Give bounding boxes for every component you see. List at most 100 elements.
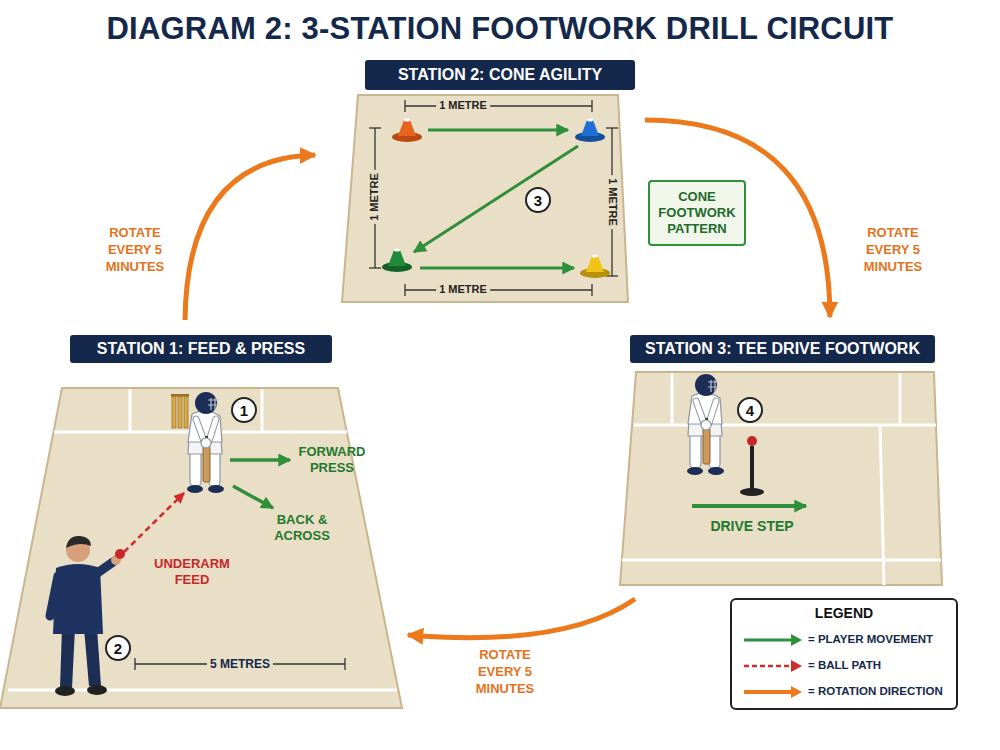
station-one-pitch bbox=[0, 388, 402, 708]
dimension-line bbox=[369, 267, 381, 268]
feeder-figure bbox=[60, 628, 75, 688]
diagram-title: DIAGRAM 2: 3-STATION FOOTWORK DRILL CIRC… bbox=[0, 11, 1000, 47]
station-title: STATION 2: CONE AGILITY bbox=[398, 66, 602, 84]
dimension-line bbox=[369, 127, 381, 128]
batting-tee bbox=[740, 488, 764, 496]
legend-text: = ROTATION DIRECTION bbox=[808, 685, 943, 697]
stumps bbox=[172, 396, 176, 428]
dimension-line bbox=[405, 105, 592, 106]
dimension-line bbox=[404, 100, 405, 112]
legend-line-sample bbox=[744, 665, 792, 668]
training-cone bbox=[388, 250, 406, 266]
training-cone bbox=[394, 249, 400, 252]
feeder-figure bbox=[96, 562, 113, 574]
player-movement-arrow bbox=[428, 129, 568, 132]
diagram-label: 1 METRE bbox=[436, 283, 490, 296]
dimension-line bbox=[344, 658, 345, 670]
station-three-pitch bbox=[622, 559, 941, 562]
legend-row: = PLAYER MOVEMENT bbox=[742, 629, 954, 651]
diagram-label: BACK & ACROSS bbox=[262, 512, 342, 543]
feeder-figure bbox=[115, 549, 125, 559]
station-three-pitch bbox=[899, 373, 902, 425]
feeder-figure bbox=[84, 628, 101, 686]
player-movement-arrow bbox=[230, 460, 290, 508]
legend-row: = BALL PATH bbox=[742, 655, 954, 677]
station-one-pitch bbox=[0, 388, 402, 708]
station-one-pitch bbox=[129, 389, 132, 432]
player-movement-arrow bbox=[420, 267, 574, 270]
legend-arrowhead bbox=[791, 634, 802, 646]
legend-heading: LEGEND bbox=[732, 605, 956, 621]
station-header-band: STATION 2: CONE AGILITY bbox=[365, 60, 635, 90]
rotation-arrow bbox=[185, 155, 315, 320]
diagram-label: 1 METRE bbox=[436, 99, 490, 112]
legend-sample bbox=[742, 655, 804, 677]
training-cone bbox=[581, 120, 599, 136]
station-three-pitch bbox=[634, 424, 936, 427]
diagram-label: FORWARD PRESS bbox=[292, 444, 372, 475]
player-movement-arrow bbox=[414, 130, 578, 268]
training-cone bbox=[382, 119, 610, 279]
feeder-figure bbox=[50, 536, 125, 696]
feeder-figure bbox=[87, 685, 107, 695]
feeder-figure bbox=[50, 576, 58, 616]
stumps bbox=[171, 394, 189, 428]
dimension-line bbox=[404, 284, 405, 296]
station-three-pitch bbox=[671, 373, 674, 425]
station-two-pitch bbox=[342, 95, 628, 302]
batting-tee bbox=[740, 436, 764, 496]
callout-number: 2 bbox=[114, 641, 122, 656]
legend-row: = ROTATION DIRECTION bbox=[742, 681, 954, 703]
dimension-line bbox=[369, 100, 618, 296]
diagram-label: 1 METRE bbox=[605, 175, 618, 229]
note-text: CONE FOOTWORK PATTERN bbox=[654, 189, 740, 238]
player-movement-arrow bbox=[692, 504, 806, 508]
feeder-figure bbox=[66, 536, 91, 548]
callout-number: 3 bbox=[534, 193, 542, 208]
station-area: STATION 3: TEE DRIVE FOOTWORK 4 bbox=[620, 335, 940, 587]
rotation-label: ROTATE EVERY 5 MINUTES bbox=[847, 225, 939, 276]
station-title: STATION 3: TEE DRIVE FOOTWORK bbox=[645, 340, 920, 358]
legend-box: LEGEND = PLAYER MOVEMENT = BALL PATH = ROTA… bbox=[730, 598, 958, 710]
note-box: CONE FOOTWORK PATTERN bbox=[648, 180, 746, 246]
training-cone bbox=[404, 119, 410, 122]
feeder-figure bbox=[55, 686, 75, 696]
rotation-arrow bbox=[645, 120, 830, 317]
dimension-line bbox=[591, 284, 592, 296]
diagram-label: UNDERARM FEED bbox=[145, 556, 240, 587]
rotation-label: ROTATE EVERY 5 MINUTES bbox=[89, 225, 181, 276]
station-three-pitch bbox=[620, 372, 942, 585]
rotation-arrow bbox=[408, 599, 635, 638]
training-cone bbox=[586, 256, 604, 272]
station-two-pitch bbox=[342, 95, 628, 302]
diagram-label: DRIVE STEP bbox=[710, 518, 793, 535]
dimension-line bbox=[405, 289, 592, 290]
training-cone bbox=[592, 255, 598, 258]
player-movement-arrow bbox=[414, 146, 578, 252]
legend-sample bbox=[742, 681, 804, 703]
legend-arrowhead bbox=[791, 686, 802, 698]
ball-path-arrow bbox=[124, 493, 184, 552]
training-cone bbox=[587, 119, 593, 122]
rotation-label: ROTATE EVERY 5 MINUTES bbox=[459, 647, 551, 698]
diagram-label: 1 METRE bbox=[368, 170, 381, 224]
legend-arrowhead bbox=[791, 660, 802, 672]
callout-number: 1 bbox=[240, 403, 248, 418]
training-cone bbox=[398, 120, 416, 136]
dimension-line bbox=[591, 100, 592, 112]
legend-sample bbox=[742, 629, 804, 651]
batting-tee bbox=[750, 446, 754, 490]
callout-circle: 4 bbox=[737, 397, 763, 423]
station-area: STATION 1: FEED & PRESS12 bbox=[0, 335, 400, 710]
player-movement-arrow bbox=[233, 486, 273, 508]
batsman-figure bbox=[687, 374, 724, 475]
station-three-pitch bbox=[880, 425, 884, 585]
dimension-line bbox=[134, 658, 135, 670]
callout-circle: 3 bbox=[525, 187, 551, 213]
dimension-line bbox=[606, 127, 618, 128]
legend-line-sample bbox=[744, 639, 792, 642]
stumps bbox=[178, 396, 182, 428]
player-movement-arrow bbox=[692, 504, 806, 508]
batsman-figure bbox=[187, 392, 224, 493]
